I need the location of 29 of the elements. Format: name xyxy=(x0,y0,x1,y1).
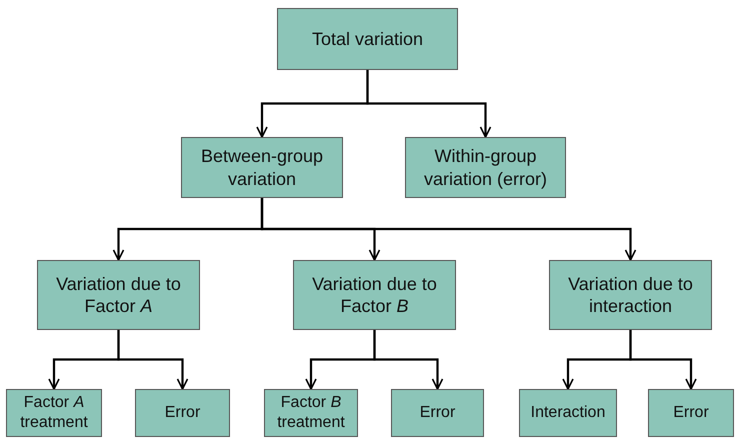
box-label: Factor B treatment xyxy=(276,393,346,433)
box-label: Variation due to interaction xyxy=(567,272,694,318)
arrow xyxy=(373,330,444,390)
box-label: Between-group variation xyxy=(200,145,324,190)
box-label: Interaction xyxy=(530,403,606,423)
box-label: Error xyxy=(164,403,202,423)
arrow xyxy=(117,330,188,390)
process-box xyxy=(648,389,734,437)
box-label: Within-group variation (error) xyxy=(422,145,548,190)
process-box xyxy=(135,389,230,437)
arrow xyxy=(629,330,697,390)
box-label: Variation due to Factor A xyxy=(55,272,182,318)
process-box xyxy=(405,137,566,198)
process-box xyxy=(6,389,102,437)
process-box xyxy=(549,260,712,330)
process-box xyxy=(519,389,617,437)
box-label: Total variation xyxy=(310,28,424,50)
process-box xyxy=(391,389,484,437)
box-label: Variation due to Factor B xyxy=(311,272,438,318)
box-label: Error xyxy=(672,403,710,423)
process-box xyxy=(293,260,456,330)
process-box xyxy=(37,260,200,330)
box-label: Error xyxy=(418,403,456,423)
box-label: Factor A treatment xyxy=(19,393,89,433)
arrow xyxy=(260,198,636,261)
process-box xyxy=(277,8,458,70)
process-box xyxy=(181,137,343,198)
process-box xyxy=(264,389,358,437)
arrow xyxy=(366,70,492,138)
